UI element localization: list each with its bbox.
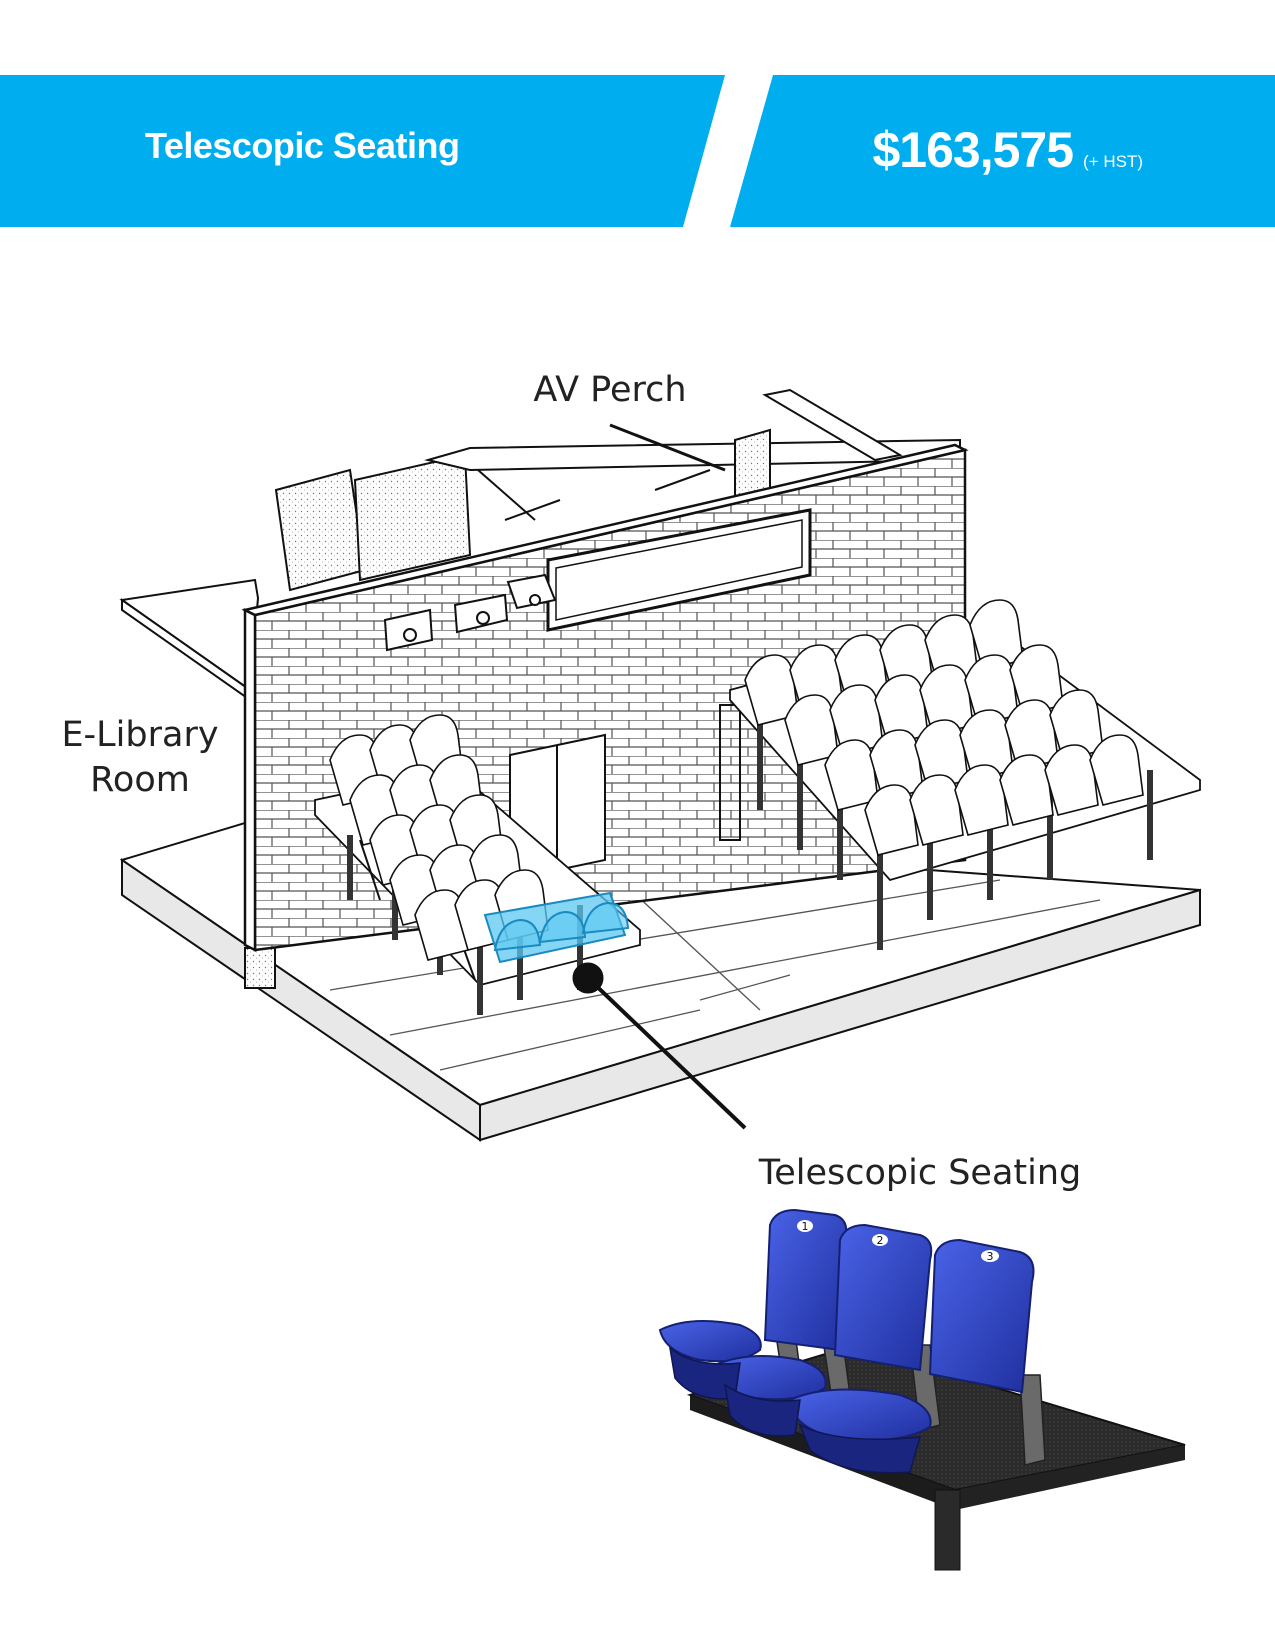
av-perch-label: AV Perch	[533, 370, 687, 410]
highlighted-seat-row	[483, 891, 630, 964]
right-seat-rows	[744, 599, 1144, 856]
seat-number-3: 3	[987, 1250, 994, 1263]
wall-window	[546, 508, 812, 632]
seat-back-2	[833, 1223, 933, 1372]
projectors	[383, 573, 557, 652]
price-tag: $163,575 (+ HST)	[872, 121, 1143, 179]
seat-number-2: 2	[877, 1234, 884, 1247]
callout-leader	[572, 962, 747, 1130]
left-seat-rows	[329, 714, 549, 961]
e-library-label-line2: Room	[90, 760, 190, 800]
price-tax-note: (+ HST)	[1083, 152, 1143, 171]
overhang-slab	[119, 578, 260, 702]
price-amount: $163,575	[872, 122, 1074, 178]
e-library-label-line1: E-Library	[61, 715, 219, 755]
seat-back-3	[928, 1238, 1035, 1394]
seat-number-1: 1	[802, 1220, 809, 1233]
page-title: Telescopic Seating	[145, 125, 460, 166]
banner-background	[0, 75, 1275, 227]
telescopic-seating-label: Telescopic Seating	[758, 1153, 1082, 1193]
seat-pan-1	[658, 1320, 762, 1363]
av-perch-structure	[274, 388, 961, 592]
header-banner: Telescopic Seating $163,575 (+ HST)	[0, 75, 1275, 227]
